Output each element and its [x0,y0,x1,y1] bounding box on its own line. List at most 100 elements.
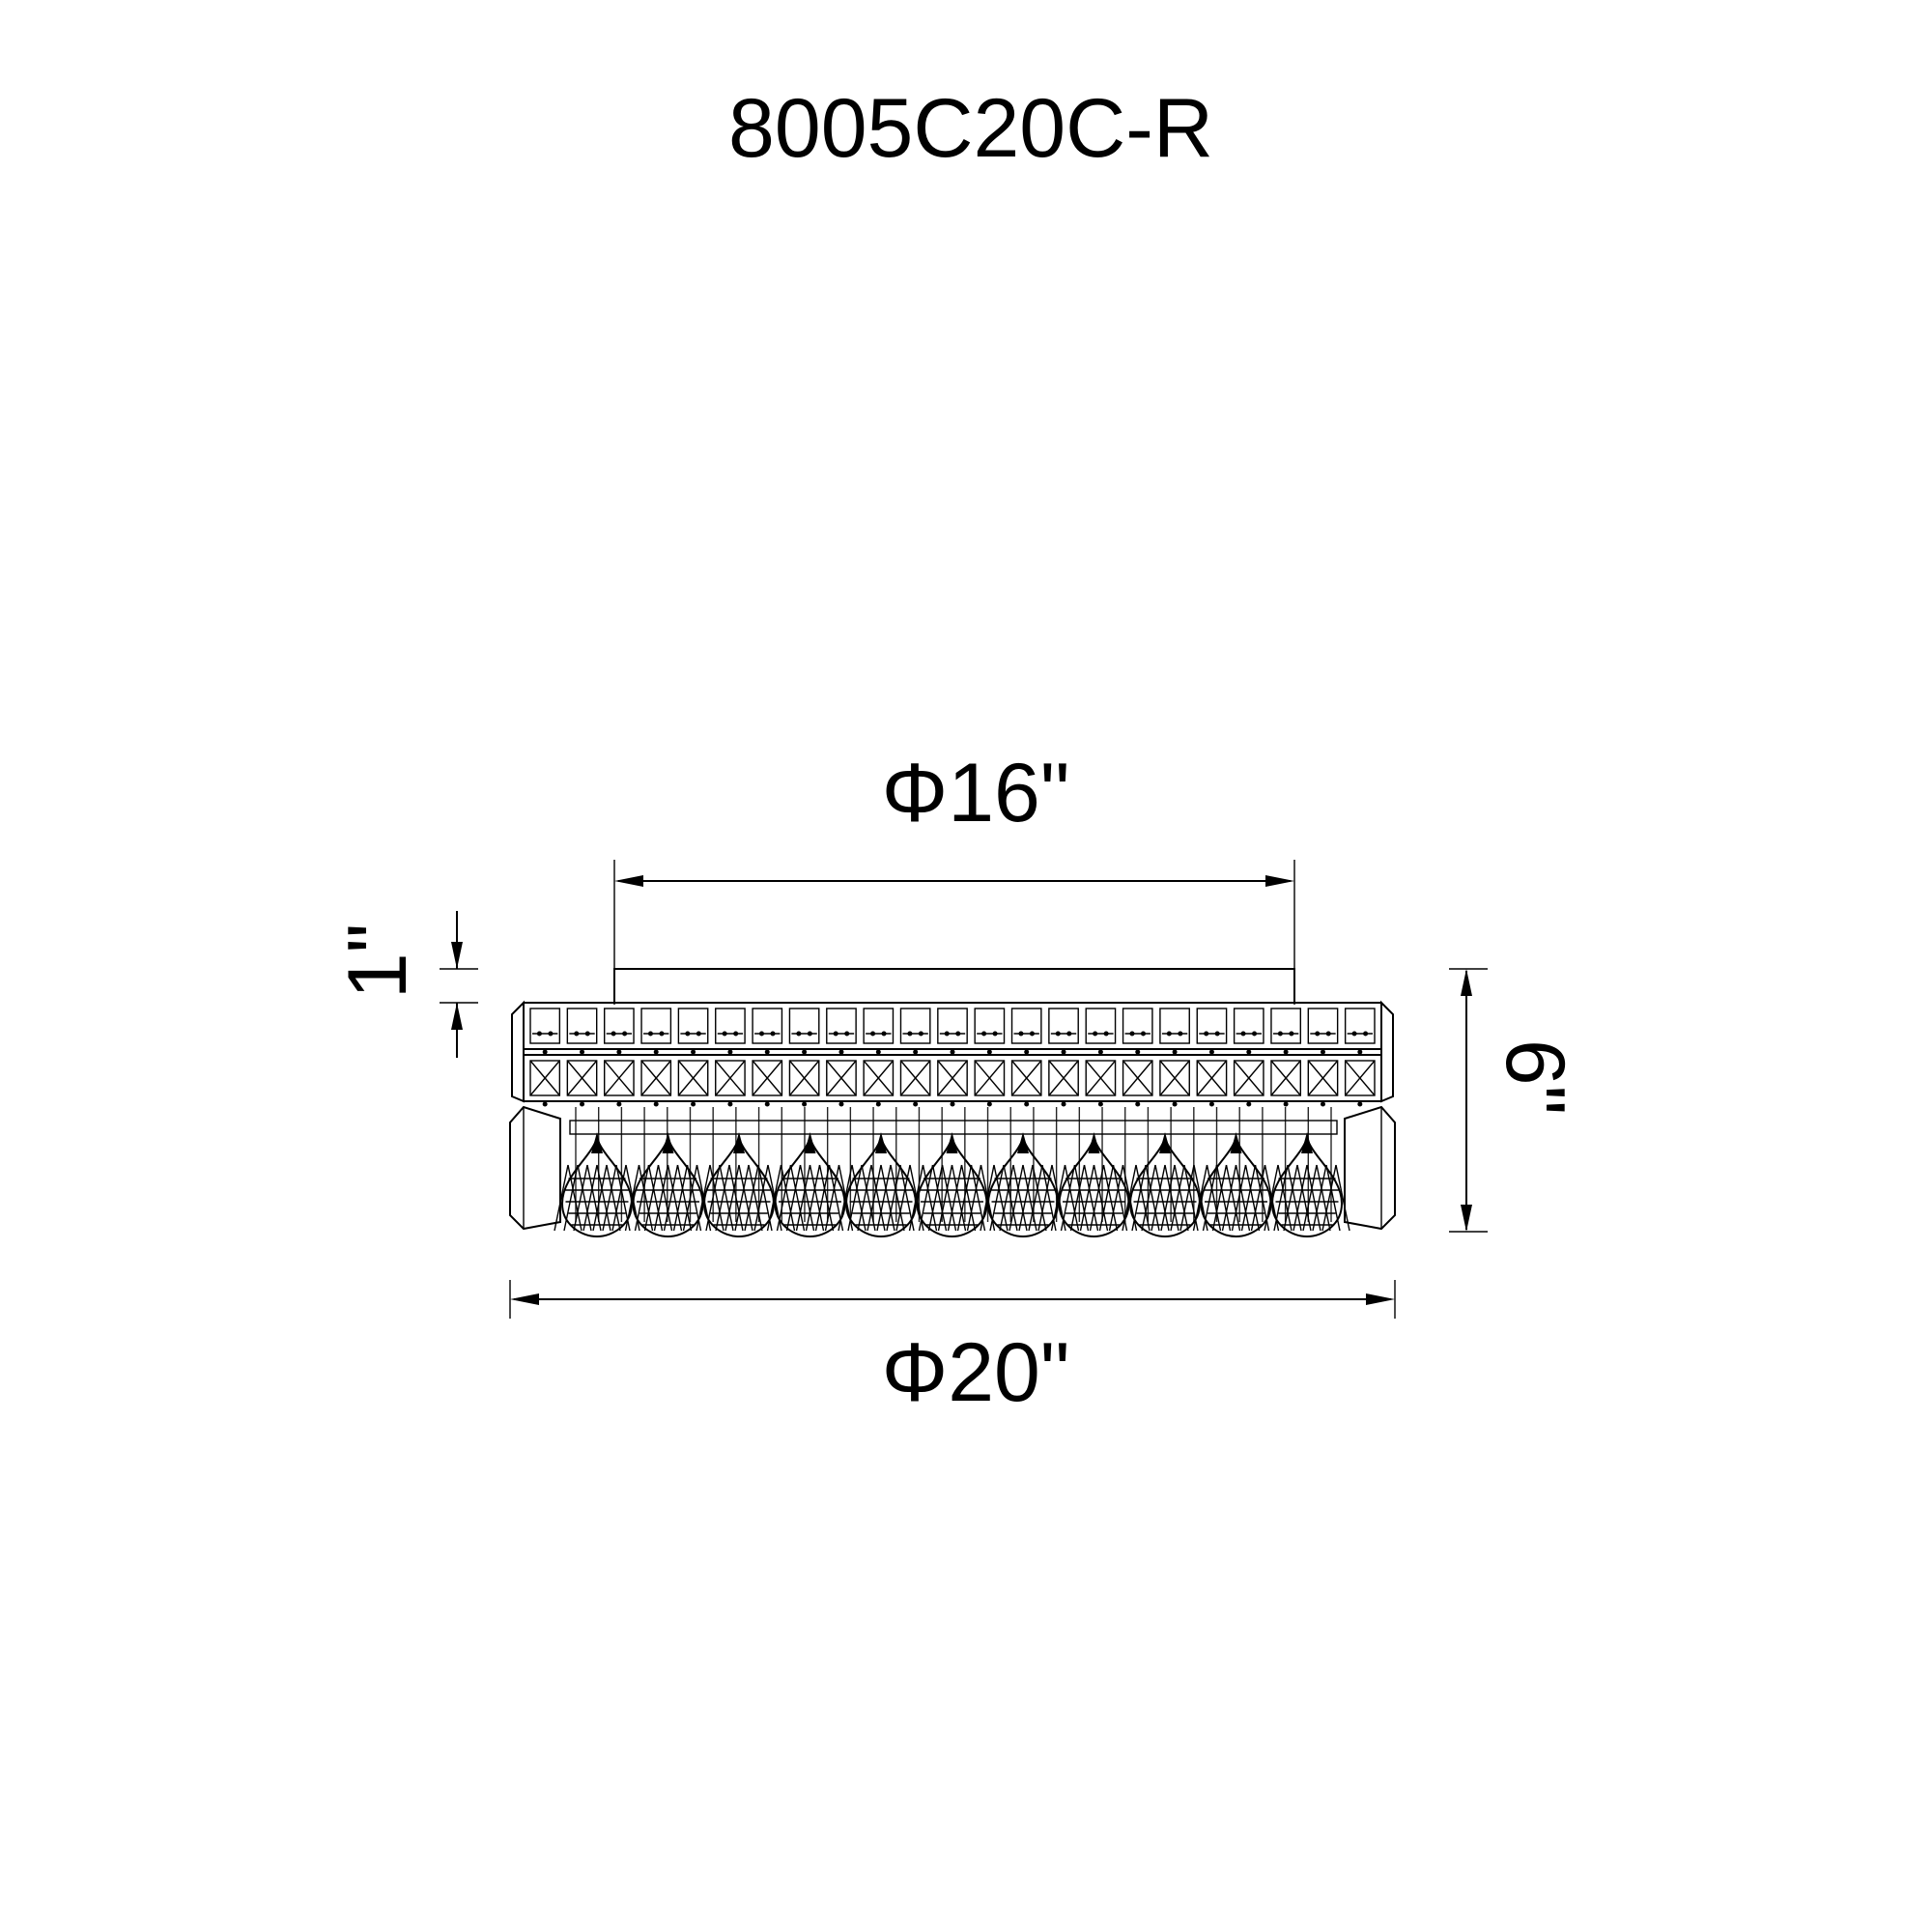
top-band-bead [1103,1031,1109,1037]
connector-bead [1172,1101,1178,1107]
canopy [613,968,1295,1004]
pear-crystal-facet [715,1164,730,1232]
connector-bead [1320,1049,1325,1055]
crystal-hanger-frame [569,1120,1338,1135]
middle-band-crystal [752,1060,783,1096]
pear-crystal [1122,1132,1208,1238]
middle-band-crystal [529,1060,561,1096]
pear-crystal-facet [663,1164,679,1232]
top-band-bead [1066,1031,1072,1037]
connector-bead [913,1049,919,1055]
pear-crystal-facet [624,1164,640,1232]
pear-crystal-facet [1170,1164,1185,1232]
pear-crystal-facet [1145,1164,1160,1232]
pear-crystal-cap [1159,1132,1171,1153]
top-band-crystal [937,1008,968,1044]
pear-crystal-facet [672,1164,689,1232]
pear-crystal-facet [1335,1164,1350,1232]
top-band-bead [611,1031,616,1037]
top-band-crystal [788,1008,820,1044]
pear-crystal-facet [724,1164,740,1232]
pear-crystal-facet [1160,1164,1176,1232]
pear-crystal-facet [1037,1164,1053,1232]
connector-bead [1097,1101,1103,1107]
top-band-crystal [1085,1008,1117,1044]
pear-crystal-facet [937,1164,953,1232]
bottom-diameter-label: Φ20" [882,1326,1070,1419]
pear-crystal-facet [867,1164,882,1232]
pear-crystal-facet [785,1164,802,1232]
middle-band-crystal-cross [1307,1060,1339,1096]
pear-crystal-facet [857,1164,872,1232]
connector-bead [1246,1049,1252,1055]
top-band-bead [1129,1031,1135,1037]
top-band-crystal [1048,1008,1079,1044]
connector-bead [1320,1101,1325,1107]
middle-band-crystal-cross [566,1060,598,1096]
pear-crystal-facet [1321,1164,1337,1232]
pear-crystal-facet [789,1164,806,1232]
pear-crystal-facet [728,1164,744,1232]
pear-crystal-outline [844,1134,918,1238]
pear-crystal-facet [861,1164,876,1232]
top-band-bead [1204,1031,1209,1037]
top-band-crystal [826,1008,857,1044]
middle-band-crystal [1307,1060,1339,1096]
overall-height-label: 6" [1489,1039,1581,1115]
middle-band-crystal-cross [1270,1060,1301,1096]
pear-crystal-facet [1069,1164,1086,1232]
pear-crystal-facet [1050,1164,1066,1232]
connector-bead [802,1049,808,1055]
top-band-bead [659,1031,665,1037]
pear-crystal-facet [927,1164,944,1232]
pear-crystal-outline [632,1134,704,1238]
middle-band-crystal [899,1060,931,1096]
middle-band-crystal-cross [1159,1060,1190,1096]
pear-crystal-cap [804,1132,816,1153]
connector-bead [727,1049,733,1055]
connector-bead [653,1101,659,1107]
top-band-bead [1093,1031,1098,1037]
pear-crystal-facet [1231,1164,1247,1232]
pear-crystal-facet [1151,1164,1166,1232]
middle-band-crystal-cross [1085,1060,1117,1096]
middle-band-crystal-cross [1048,1060,1079,1096]
top-band-crystal [752,1008,783,1044]
pear-crystal-facet [1064,1164,1080,1232]
top-band-bead [722,1031,727,1037]
right-lower-prism [1344,1105,1396,1231]
top-band-crystal [974,1008,1006,1044]
top-band-crystal [1122,1008,1153,1044]
pear-crystal-facet [586,1164,602,1232]
pear-crystal-facet [577,1164,592,1232]
pear-crystal [624,1132,712,1238]
top-band-bead [1315,1031,1321,1037]
pear-crystal-facet [653,1164,669,1232]
overall-height-dimension: 6" [1449,968,1581,1233]
canopy-height-label: 1" [331,923,424,999]
connector-bead [986,1101,992,1107]
ceiling-fixture-body [509,968,1396,1238]
pear-crystal-facet [851,1164,867,1232]
pear-crystal-facet [1211,1164,1228,1232]
middle-band-crystal [1233,1060,1264,1096]
middle-band-crystal [566,1060,598,1096]
pear-crystal-facet [567,1164,582,1232]
top-band-bead [1029,1031,1035,1037]
connector-bead [1357,1049,1363,1055]
middle-band-crystal [1270,1060,1302,1096]
pear-crystal-facet [748,1164,763,1232]
pear-crystal-facet [667,1164,683,1232]
pear-crystal [696,1132,782,1238]
pear-crystal-facet [966,1164,982,1232]
middle-band-crystal-cross [1196,1060,1228,1096]
middle-band-crystal-cross [529,1060,560,1096]
pear-crystal-facet [1102,1164,1119,1232]
pear-crystal [554,1132,640,1238]
top-band-bead [1277,1031,1283,1037]
pear-crystal-facet [1089,1164,1105,1232]
connector-bead [913,1101,919,1107]
top-band-bead [796,1031,802,1037]
middle-band-crystal [1159,1060,1190,1096]
canopy-height-dimension: 1" [331,911,478,1058]
